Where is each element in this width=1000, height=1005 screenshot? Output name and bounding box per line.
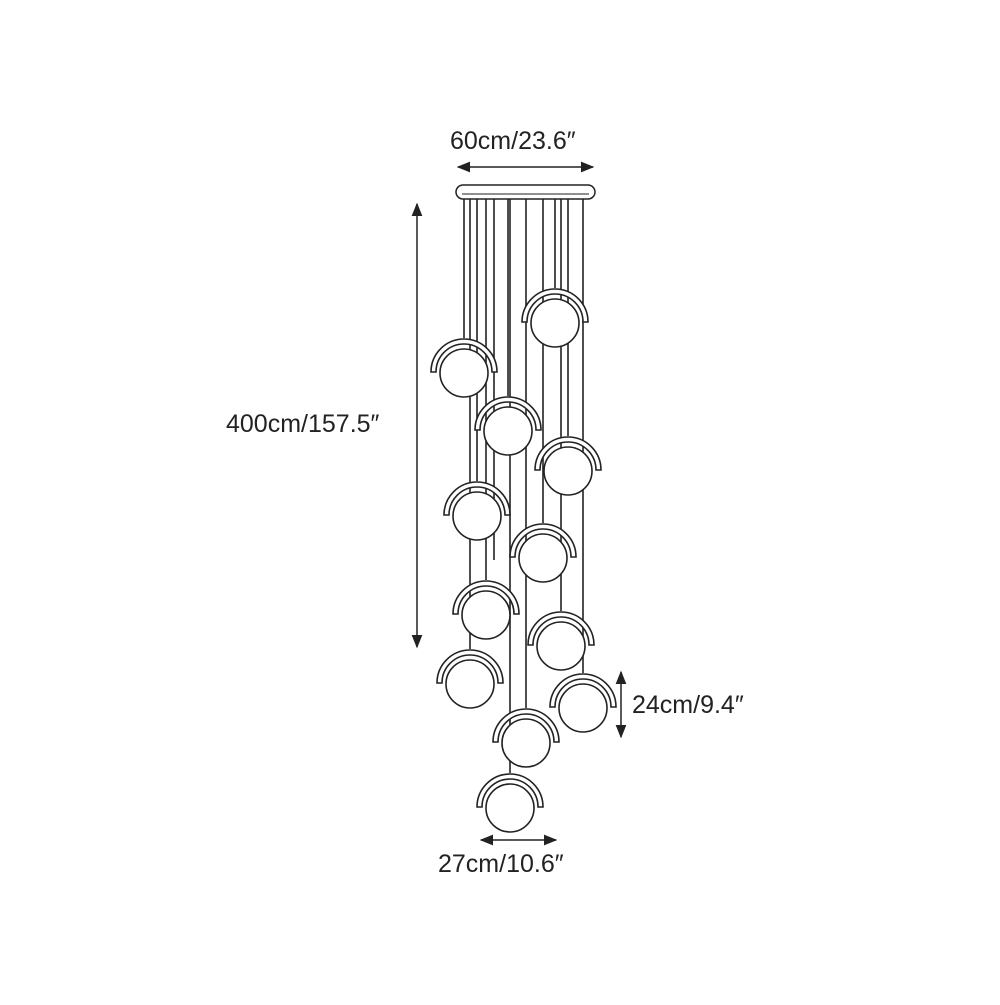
- pendant-globe: [521, 288, 589, 348]
- pendant-globe: [492, 708, 560, 768]
- globe-holder-arc: [509, 523, 577, 558]
- globe-width-label: 27cm/10.6″: [438, 850, 564, 878]
- ceiling-canopy: [455, 184, 596, 200]
- globe-holder-arc: [527, 611, 595, 646]
- pendant-globe: [476, 773, 544, 833]
- globe-holder-arc: [534, 436, 602, 471]
- globe-holder-arc: [521, 288, 589, 323]
- globe-height-label: 24cm/9.4″: [632, 691, 744, 719]
- globe-holder-arc: [436, 649, 504, 684]
- total-height-label: 400cm/157.5″: [226, 410, 380, 438]
- pendant-globe: [443, 481, 511, 541]
- pendant-globe: [549, 673, 617, 733]
- glass-globe: [530, 298, 580, 348]
- glass-globe: [558, 683, 608, 733]
- globe-holder-arc: [452, 580, 520, 615]
- glass-globe: [445, 659, 495, 709]
- globe-holder-arc: [492, 708, 560, 743]
- globe-holder-arc: [430, 338, 498, 373]
- glass-globe: [452, 491, 502, 541]
- glass-globe: [536, 621, 586, 671]
- glass-globe: [461, 590, 511, 640]
- globe-holder-arc: [443, 481, 511, 516]
- glass-globe: [518, 533, 568, 583]
- pendant-globe: [436, 649, 504, 709]
- glass-globe: [543, 446, 593, 496]
- pendant-globe: [534, 436, 602, 496]
- globe-holder-arc: [474, 396, 542, 431]
- pendant-globe: [509, 523, 577, 583]
- glass-globe: [483, 406, 533, 456]
- pendant-globe: [452, 580, 520, 640]
- globe-holder-arc: [476, 773, 544, 808]
- pendant-globes: [430, 288, 617, 833]
- glass-globe: [485, 783, 535, 833]
- suspension-cords: [463, 199, 584, 773]
- glass-globe: [439, 348, 489, 398]
- glass-globe: [501, 718, 551, 768]
- pendant-globe: [527, 611, 595, 671]
- canopy-width-label: 60cm/23.6″: [450, 127, 576, 155]
- pendant-globe: [474, 396, 542, 456]
- pendant-globe: [430, 338, 498, 398]
